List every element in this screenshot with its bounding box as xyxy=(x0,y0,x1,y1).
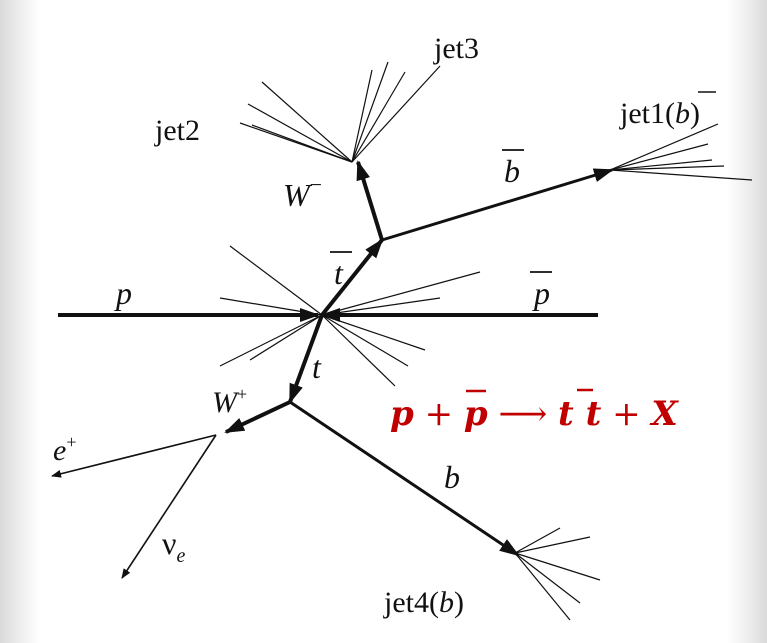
w-plus-line xyxy=(224,400,291,434)
neutrino-label: νe xyxy=(162,525,185,567)
svg-text:jet4(b): jet4(b) xyxy=(383,586,464,619)
jet1-spray xyxy=(609,123,753,181)
jet4-label-b: b xyxy=(439,586,454,619)
positron-label: e+ xyxy=(53,432,76,467)
tbar-label: t xyxy=(330,251,352,291)
antitop-line xyxy=(320,238,384,317)
t-label: t xyxy=(312,349,322,385)
jet2-label: jet2 xyxy=(154,114,200,147)
eq-space xyxy=(574,394,586,434)
reaction-equation: p + p ⟶ t t + X xyxy=(390,388,679,434)
bbar-line xyxy=(381,168,614,242)
jet1-label-b: b xyxy=(675,97,690,130)
eq-p2: p xyxy=(464,394,488,434)
w-minus-base: W xyxy=(283,177,313,213)
svg-text:νe: νe xyxy=(162,525,185,567)
eq-x: X xyxy=(649,394,679,434)
b-line xyxy=(289,400,520,557)
jet4-label-post: ) xyxy=(454,586,464,619)
w-minus-line xyxy=(356,160,384,241)
eq-plus2: + xyxy=(601,394,651,434)
neutrino-line xyxy=(121,434,217,579)
svg-text:W+: W+ xyxy=(212,384,247,419)
jet4-label-pre: jet4( xyxy=(383,586,439,619)
w-plus-sup: + xyxy=(237,384,247,404)
w-minus-label: W− xyxy=(283,172,322,213)
svg-text:e+: e+ xyxy=(53,432,76,467)
underlying-event-spray xyxy=(219,245,481,387)
svg-text:W−: W− xyxy=(283,172,322,213)
p-label: p xyxy=(114,275,132,311)
svg-text:jet1(b): jet1(b) xyxy=(619,97,700,130)
jet1-label-pre: jet1( xyxy=(619,97,675,130)
w-plus-base: W xyxy=(212,386,240,419)
b-label: b xyxy=(444,459,460,495)
pbar-label: p xyxy=(530,271,552,311)
w-plus-label: W+ xyxy=(212,384,247,419)
jet4-label: jet4(b) xyxy=(383,586,464,619)
positron-sup: + xyxy=(66,432,76,452)
neutrino-sub: e xyxy=(176,545,185,567)
svg-text:t: t xyxy=(334,255,344,291)
positron-base: e xyxy=(53,434,66,467)
neutrino-base: ν xyxy=(162,525,176,561)
svg-text:b: b xyxy=(504,153,520,189)
w-minus-sup: − xyxy=(310,172,322,197)
top-line xyxy=(288,314,324,404)
eq-p1: p xyxy=(390,394,414,434)
jet2-jet3-spray xyxy=(239,61,441,163)
jet3-label: jet3 xyxy=(433,32,479,65)
jet4-spray xyxy=(514,527,601,621)
jet1-label-post: ) xyxy=(690,97,700,130)
eq-plus1: + xyxy=(414,394,464,434)
svg-text:p: p xyxy=(532,275,550,311)
svg-text:p + p ⟶ t t + X: p + p ⟶ t t + X xyxy=(390,394,679,434)
jet1-label: jet1(b) xyxy=(619,91,716,130)
eq-t1: t xyxy=(558,394,574,434)
positron-line xyxy=(51,434,217,478)
eq-arrow: ⟶ xyxy=(488,394,558,434)
bbar-label: b xyxy=(502,149,524,189)
eq-t2: t xyxy=(586,394,602,434)
